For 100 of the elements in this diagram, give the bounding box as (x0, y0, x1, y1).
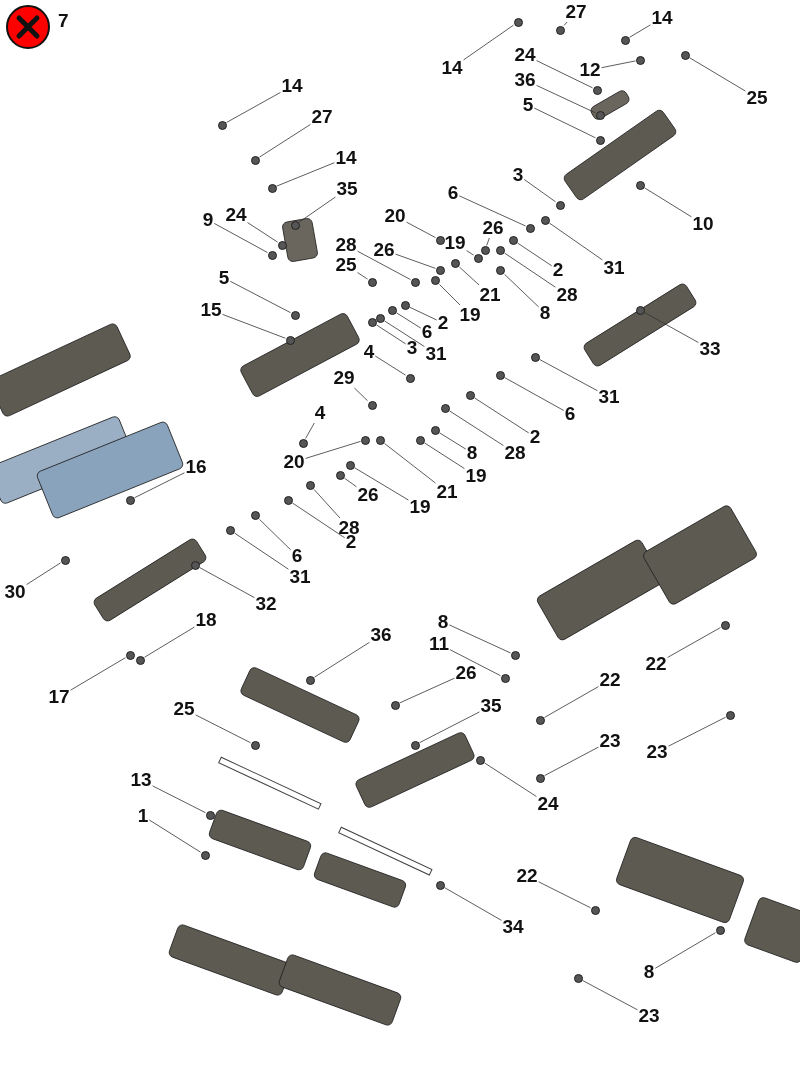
callout-number: 8 (436, 612, 450, 632)
leader-line (70, 657, 126, 691)
callout-number: 6 (290, 546, 304, 566)
fitting-part (680, 50, 690, 60)
callout-number: 25 (745, 88, 769, 108)
fitting-part (367, 317, 377, 327)
fitting-part (277, 240, 287, 250)
callout-number: 5 (217, 268, 231, 288)
callout-number: 21 (435, 482, 459, 502)
fitting-part (125, 650, 135, 660)
fitting-part (430, 425, 440, 435)
leader-line (226, 92, 281, 123)
leader-line (654, 932, 716, 969)
leader-line (305, 422, 315, 439)
callout-number: 2 (551, 260, 565, 280)
fitting-part (410, 740, 420, 750)
fitting-part (375, 313, 385, 323)
callout-number: 8 (538, 303, 552, 323)
callout-number: 35 (335, 179, 359, 199)
fitting-part (500, 673, 510, 683)
callout-number: 28 (555, 285, 579, 305)
callout-number: 32 (254, 594, 278, 614)
fitting-part (473, 253, 483, 263)
callout-number: 8 (465, 443, 479, 463)
fitting-part (480, 245, 490, 255)
fitting-part (305, 675, 315, 685)
fitting-part (375, 435, 385, 445)
leader-line (384, 320, 425, 347)
callout-number: 22 (644, 654, 668, 674)
fitting-part (555, 25, 565, 35)
fitting-part (190, 560, 200, 570)
callout-number: 29 (332, 368, 356, 388)
callout-number: 31 (288, 567, 312, 587)
leader-line (601, 60, 636, 69)
callout-number: 26 (481, 218, 505, 238)
leader-line (439, 432, 467, 450)
fitting-part (590, 905, 600, 915)
callout-number: 24 (513, 45, 537, 65)
fitting-part (290, 310, 300, 320)
leader-line (395, 253, 436, 269)
fitting-part (573, 973, 583, 983)
leader-line (396, 312, 422, 329)
callout-number: 19 (458, 305, 482, 325)
leader-line (474, 397, 530, 434)
callout-number: 28 (503, 443, 527, 463)
leader-line (144, 626, 195, 658)
leader-line (439, 284, 461, 306)
callout-number: 2 (528, 427, 542, 447)
callout-number: 21 (478, 285, 502, 305)
fitting-part (345, 460, 355, 470)
leader-line (504, 273, 540, 308)
callout-number: 19 (464, 466, 488, 486)
fitting-part (508, 235, 518, 245)
callout-number: 27 (564, 2, 588, 22)
fitting-part (267, 183, 277, 193)
leader-line (466, 250, 474, 256)
callout-number: 20 (383, 206, 407, 226)
fitting-part (135, 655, 145, 665)
callout-number: 23 (598, 731, 622, 751)
callout-number: 12 (578, 60, 602, 80)
callout-number: 14 (334, 148, 358, 168)
callout-number: 31 (424, 344, 448, 364)
fitting-part (405, 373, 415, 383)
callout-number: 11 (427, 634, 451, 654)
leader-line (486, 237, 490, 246)
fitting-part (725, 710, 735, 720)
fitting-part (435, 265, 445, 275)
leader-line (668, 716, 726, 747)
callout-number: 24 (536, 794, 560, 814)
fitting-part (592, 85, 602, 95)
callout-number: 6 (563, 404, 577, 424)
fitting-part (125, 495, 135, 505)
leader-line (544, 746, 599, 776)
leader-line (213, 223, 268, 253)
leader-line (148, 819, 201, 853)
leader-line (667, 627, 721, 658)
fitting-part (440, 403, 450, 413)
leader-line (629, 24, 651, 38)
fitting-part (250, 510, 260, 520)
fitting-part (720, 620, 730, 630)
fitting-part (495, 245, 505, 255)
leader-line (344, 477, 357, 488)
callout-number: 14 (440, 58, 464, 78)
leader-line (259, 124, 311, 158)
callout-number: 19 (408, 497, 432, 517)
fitting-part (465, 390, 475, 400)
leader-line (314, 641, 370, 678)
callout-number: 36 (369, 625, 393, 645)
leader-line (357, 250, 411, 280)
leader-line (313, 489, 341, 519)
leader-line (517, 242, 553, 267)
leader-line (195, 714, 251, 744)
leader-line (276, 162, 335, 187)
fitting-part (513, 17, 523, 27)
fitting-part (200, 850, 210, 860)
callout-number: 23 (637, 1006, 661, 1026)
fitting-part (283, 495, 293, 505)
callout-number: 31 (597, 387, 621, 407)
fitting-part (540, 215, 550, 225)
callout-number: 22 (598, 670, 622, 690)
